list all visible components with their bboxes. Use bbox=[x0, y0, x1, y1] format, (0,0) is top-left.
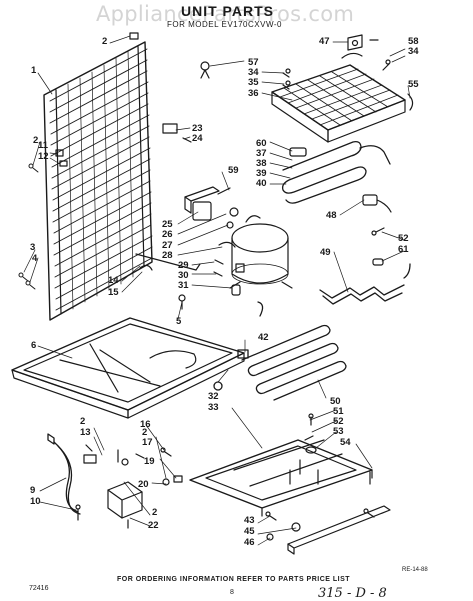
callout-50: 50 bbox=[330, 396, 341, 407]
diagram-title: UNIT PARTS bbox=[181, 3, 274, 19]
figure-code: RE-14-88 bbox=[402, 567, 428, 573]
handwritten-note: 315 - D - 8 bbox=[318, 586, 387, 601]
callout-15: 15 bbox=[108, 287, 119, 298]
callout-40: 40 bbox=[256, 178, 267, 189]
callout-61: 61 bbox=[398, 244, 409, 255]
callout-11: 11 bbox=[38, 140, 49, 151]
callout-27: 27 bbox=[162, 240, 173, 251]
callout-59: 59 bbox=[228, 165, 239, 176]
callout-25: 25 bbox=[162, 219, 173, 230]
callout-52: 52 bbox=[333, 416, 344, 427]
callout-34: 34 bbox=[248, 67, 259, 78]
start-capacitor bbox=[107, 481, 143, 529]
page-number: 8 bbox=[230, 589, 234, 596]
callout-51: 51 bbox=[333, 406, 344, 417]
callout-29: 29 bbox=[178, 260, 189, 271]
unit-base bbox=[189, 439, 373, 517]
callout-39: 39 bbox=[256, 168, 267, 179]
callout-33: 33 bbox=[208, 402, 219, 413]
callout-1: 1 bbox=[31, 65, 37, 76]
diagram-subtitle: FOR MODEL EV170CXVW-0 bbox=[167, 20, 282, 29]
drain-tube bbox=[319, 263, 411, 305]
small-parts bbox=[371, 227, 385, 266]
callout-30: 30 bbox=[178, 270, 189, 281]
callout-43: 43 bbox=[244, 515, 255, 526]
callout-35: 35 bbox=[248, 77, 259, 88]
callout-28: 28 bbox=[162, 250, 173, 261]
bracket bbox=[347, 34, 379, 51]
drain-pan-heater bbox=[213, 301, 347, 401]
callout-38: 38 bbox=[256, 158, 267, 169]
callout-20: 20 bbox=[138, 479, 149, 490]
callout-47: 47 bbox=[319, 36, 330, 47]
callout-9: 9 bbox=[30, 485, 36, 496]
callout-58: 58 bbox=[408, 36, 419, 47]
callout-31: 31 bbox=[178, 280, 189, 291]
screws bbox=[282, 59, 391, 90]
callout-10: 10 bbox=[30, 496, 41, 507]
callout-53: 53 bbox=[333, 426, 344, 437]
callout-26: 26 bbox=[162, 229, 173, 240]
compressor bbox=[229, 215, 293, 289]
callout-48: 48 bbox=[326, 210, 337, 221]
callout-49: 49 bbox=[320, 247, 331, 258]
callout-2: 2 bbox=[102, 36, 108, 47]
callout-24: 24 bbox=[192, 133, 203, 144]
callout-55: 55 bbox=[408, 79, 419, 90]
callout-42: 42 bbox=[258, 332, 269, 343]
callout-6: 6 bbox=[31, 340, 37, 351]
catalog-code: 72416 bbox=[29, 585, 49, 592]
drain-pan bbox=[11, 317, 245, 419]
defrost-thermostat bbox=[362, 194, 392, 213]
callout-17: 17 bbox=[142, 437, 153, 448]
leader-lines bbox=[23, 35, 411, 546]
evaporator bbox=[271, 52, 414, 143]
callout-22: 22 bbox=[148, 520, 159, 531]
callout-3: 3 bbox=[30, 242, 36, 253]
callout-12: 12 bbox=[38, 151, 49, 162]
callout-36: 36 bbox=[248, 88, 259, 99]
callout-2: 2 bbox=[33, 135, 39, 146]
support-rail bbox=[265, 413, 391, 555]
screws bbox=[18, 163, 39, 290]
callout-5: 5 bbox=[176, 316, 182, 327]
callout-32: 32 bbox=[208, 391, 219, 402]
callout-19: 19 bbox=[144, 456, 155, 467]
defrost-heater bbox=[281, 140, 391, 204]
callout-2: 2 bbox=[152, 507, 158, 518]
clip bbox=[200, 61, 210, 79]
callout-2: 2 bbox=[80, 416, 86, 427]
callout-4: 4 bbox=[32, 253, 38, 264]
callout-54: 54 bbox=[340, 437, 351, 448]
callout-46: 46 bbox=[244, 537, 255, 548]
callout-52: 52 bbox=[398, 233, 409, 244]
ordering-note: FOR ORDERING INFORMATION REFER TO PARTS … bbox=[117, 576, 351, 583]
power-cord bbox=[47, 433, 81, 515]
small-parts bbox=[117, 447, 183, 486]
callout-37: 37 bbox=[256, 148, 267, 159]
callout-16: 16 bbox=[140, 419, 151, 430]
cord-clip bbox=[75, 444, 97, 521]
callout-13: 13 bbox=[80, 427, 91, 438]
condenser-coil bbox=[43, 41, 153, 321]
callout-14: 14 bbox=[108, 275, 119, 286]
callout-2: 2 bbox=[142, 427, 148, 438]
callout-45: 45 bbox=[244, 526, 255, 537]
callout-23: 23 bbox=[192, 123, 203, 134]
callout-34: 34 bbox=[408, 46, 419, 57]
callout-57: 57 bbox=[248, 57, 259, 68]
relay-bracket bbox=[184, 186, 239, 248]
callout-60: 60 bbox=[256, 138, 267, 149]
watermark: AppliancePartsPros.com bbox=[96, 2, 355, 26]
